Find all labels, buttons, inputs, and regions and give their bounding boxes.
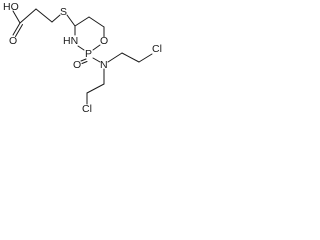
bond-c2-c3 [35,8,53,23]
bond-s-c4 [66,14,76,27]
bond-cc-cd [86,83,105,94]
bond-p-nh [77,45,85,51]
atom-labels: HO O S HN P O O N Cl Cl [3,1,162,115]
bond-c5-c6 [88,16,105,28]
bond-carbonyl-a [12,22,21,36]
bonds [12,8,153,105]
atom-label-carbonyl-o: O [9,35,17,47]
bond-c3-s [51,14,61,23]
bond-p-n [92,57,101,63]
atom-label-po-o: O [73,59,81,71]
bond-p-o-a [80,58,87,62]
bond-c4-c5 [74,16,90,27]
atom-label-p: P [85,48,92,60]
atom-label-s: S [60,6,67,18]
bond-oring-p [92,44,101,51]
bond-ca-cb [121,52,140,63]
bond-carbonyl-b [15,24,23,37]
atom-label-cl-top: Cl [152,43,162,55]
bond-c1-c2 [19,8,37,24]
bond-p-o-b [81,61,88,64]
molecular-structure: HO O S HN P O O N Cl Cl [3,1,162,115]
atom-label-nh: HN [63,35,78,47]
bond-n-ca [107,52,123,63]
atom-label-n: N [100,59,108,71]
bond-cb-cl [138,53,153,63]
atom-label-ring-o: O [100,35,108,47]
atom-label-cl-bottom: Cl [82,103,92,115]
bond-oh-c [12,10,21,24]
atom-label-oh: HO [3,1,19,13]
